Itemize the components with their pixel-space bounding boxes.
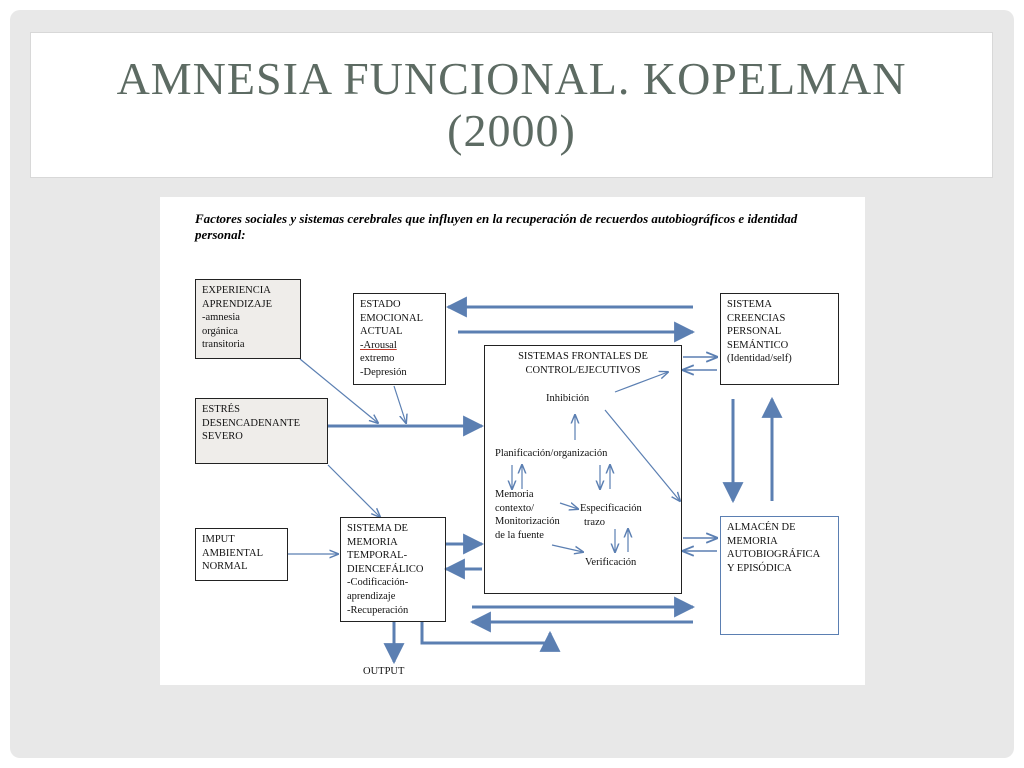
node-sistema-creencias: SISTEMA CREENCIAS PERSONAL SEMÁNTICO (Id… (720, 293, 839, 385)
node-sistema-memoria-temporal: SISTEMA DE MEMORIA TEMPORAL- DIENCEFÁLIC… (340, 517, 446, 622)
slide-title: AMNESIA FUNCIONAL. KOPELMAN (2000) (116, 53, 907, 156)
diagram-figure: Factores sociales y sistemas cerebrales … (160, 197, 865, 685)
arrow-estado-to-flow (393, 385, 406, 423)
label-planificacion: Planificación/organización (495, 448, 608, 459)
title-box: AMNESIA FUNCIONAL. KOPELMAN (2000) (30, 32, 993, 178)
node-almacen-memoria: ALMACÉN DE MEMORIA AUTOBIOGRÁFICA Y EPIS… (720, 516, 839, 635)
label-output: OUTPUT (363, 666, 405, 677)
node-experiencia-aprendizaje: EXPERIENCIA APRENDIZAJE -amnesia orgánic… (195, 279, 301, 359)
label-inhibicion: Inhibición (546, 393, 590, 404)
node-estres-desencadenante: ESTRÉS DESENCADENANTE SEVERO (195, 398, 328, 464)
figure-caption: Factores sociales y sistemas cerebrales … (195, 211, 798, 242)
node-estado-emocional: ESTADO EMOCIONAL ACTUAL -Arousal extremo… (353, 293, 446, 385)
node-sistemas-frontales: SISTEMAS FRONTALES DE CONTROL/EJECUTIVOS (484, 345, 682, 594)
node-imput-ambiental: IMPUT AMBIENTAL NORMAL (195, 528, 288, 581)
label-memoria-contexto: Memoria contexto/ Monitorización de la f… (495, 489, 560, 541)
label-verificacion: Verificación (585, 557, 637, 568)
arrow-memoria-loop (420, 622, 561, 652)
arrow-estres-to-memoria (327, 464, 380, 517)
label-especificacion: Especificación trazo (580, 503, 642, 528)
